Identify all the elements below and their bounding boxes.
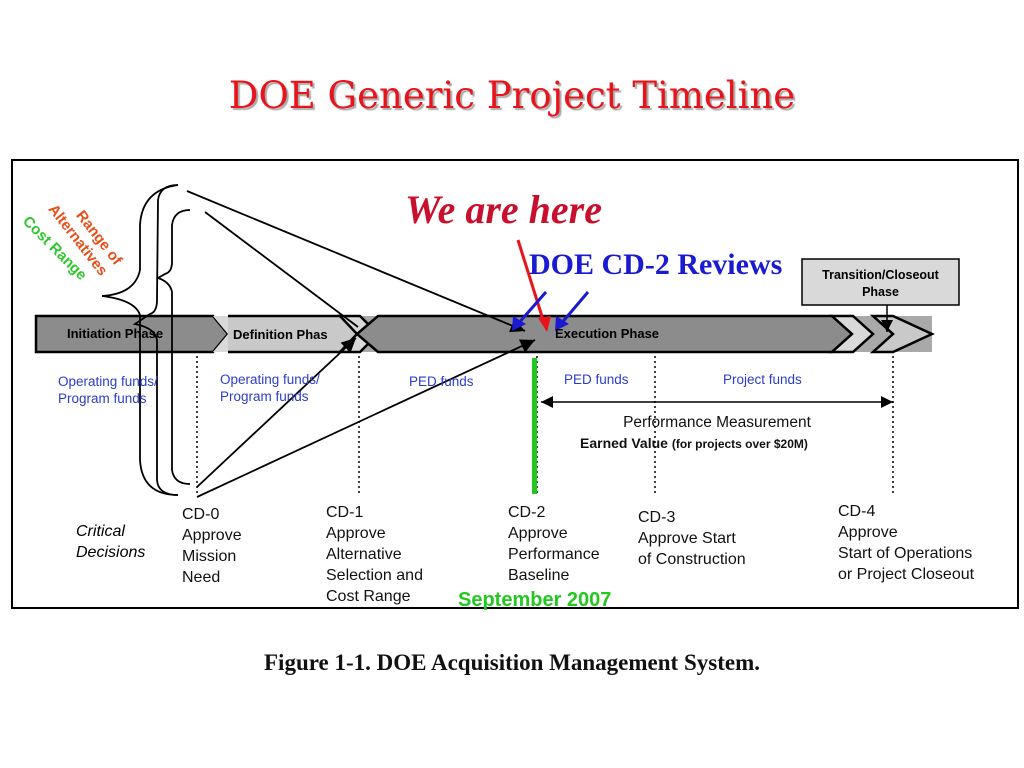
cd2-green-marker <box>532 358 537 494</box>
earned-value-note: (for projects over $20M) <box>671 437 808 451</box>
alternatives-brace-bottom <box>101 295 179 496</box>
funds-ped-1: PED funds <box>409 374 474 389</box>
phase-bar <box>34 314 935 354</box>
performance-measurement-label: Performance Measurement <box>623 414 811 431</box>
execution-phase-label: Execution Phase <box>555 326 660 341</box>
converging-lines <box>186 190 536 498</box>
we-are-here-label: We are here <box>405 187 602 232</box>
cd2-reviews-arrow-left <box>515 291 548 326</box>
initiation-phase-label: Initiation Phase <box>67 326 164 341</box>
cd2-reviews-arrow-right <box>558 291 590 326</box>
critical-decisions-label: Critical Decisions <box>76 523 146 561</box>
funds-initiation: Operating funds/ Program funds <box>58 374 158 406</box>
alternatives-brace-top <box>101 184 179 297</box>
funds-ped-2: PED funds <box>564 372 629 387</box>
earned-value-label: Earned Value <box>580 435 668 451</box>
diagram-frame <box>11 159 1019 609</box>
inner-brace <box>155 209 191 485</box>
transition-phase-label: Transition/Closeout Phase <box>822 268 939 299</box>
funds-definition: Operating funds/ Program funds <box>220 372 320 404</box>
cd1-text: CD-1 Approve Alternative Selection and C… <box>326 504 423 605</box>
funds-project: Project funds <box>723 372 802 387</box>
we-are-here-arrow <box>516 239 547 327</box>
definition-phase-label: Definition Phas <box>233 327 328 342</box>
cd4-text: CD-4 Approve Start of Operations or Proj… <box>838 503 975 583</box>
cd3-text: CD-3 Approve Start of Construction <box>638 509 746 568</box>
cd0-text: CD-0 Approve Mission Need <box>182 506 242 586</box>
outer-brace <box>132 184 179 496</box>
september-2007-label: September 2007 <box>458 589 612 611</box>
earned-value-line: Earned Value (for projects over $20M) <box>580 435 808 451</box>
transition-phase-box <box>801 258 960 306</box>
slide-title: DOE Generic Project Timeline <box>228 74 796 117</box>
cd2-text: CD-2 Approve Performance Baseline <box>508 504 600 584</box>
cd2-reviews-label: DOE CD-2 Reviews <box>529 248 783 281</box>
figure-caption: Figure 1-1. DOE Acquisition Management S… <box>264 650 760 675</box>
